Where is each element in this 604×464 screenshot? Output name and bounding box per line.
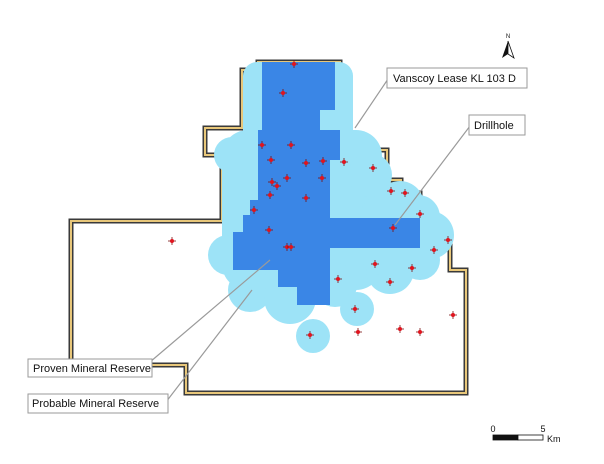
- drillhole-marker: [266, 191, 274, 199]
- north-label: N: [506, 34, 510, 40]
- drillhole-marker: [283, 174, 291, 182]
- drillhole-marker: [268, 178, 276, 186]
- drillhole-marker: [444, 236, 452, 244]
- drillhole-marker: [408, 264, 416, 272]
- scale-start-label: 0: [490, 424, 495, 434]
- drillhole-marker: [302, 194, 310, 202]
- drillhole-marker: [449, 311, 457, 319]
- drillhole-marker: [416, 328, 424, 336]
- proven-leader: [149, 259, 271, 363]
- drillhole-marker: [416, 210, 424, 218]
- lease-leader: [354, 78, 389, 129]
- drillhole-marker: [340, 158, 348, 166]
- drillhole-marker: [351, 305, 359, 313]
- drillhole-marker: [287, 141, 295, 149]
- drillhole-marker: [387, 187, 395, 195]
- lease-label: Vanscoy Lease KL 103 D: [393, 73, 516, 85]
- drillhole-marker: [371, 260, 379, 268]
- drillhole-marker: [306, 331, 314, 339]
- scale-unit-label: Km: [547, 434, 561, 444]
- drillhole-marker: [354, 328, 362, 336]
- drillhole-marker: [334, 275, 342, 283]
- drillhole-marker: [290, 60, 298, 68]
- probable-leader: [165, 289, 253, 403]
- north-arrow-icon: [502, 41, 508, 58]
- drillhole-marker: [369, 164, 377, 172]
- scale-bar: 0 5 Km: [490, 424, 560, 444]
- drillhole-label: Drillhole: [474, 120, 514, 132]
- drillhole-marker: [267, 156, 275, 164]
- drillhole-marker: [273, 182, 281, 190]
- probable-label: Probable Mineral Reserve: [32, 398, 159, 410]
- drillhole-marker: [430, 246, 438, 254]
- drillhole-marker: [250, 206, 258, 214]
- callout-probable: Probable Mineral Reserve: [27, 393, 169, 414]
- drillhole-marker: [318, 174, 326, 182]
- drillhole-marker: [265, 226, 273, 234]
- drillhole-marker: [287, 243, 295, 251]
- drillhole-marker: [302, 159, 310, 167]
- north-arrow: N: [502, 34, 515, 59]
- drillhole-leader: [394, 125, 471, 226]
- drillhole-marker: [386, 278, 394, 286]
- drillhole-marker: [319, 157, 327, 165]
- scale-end-label: 5: [540, 424, 545, 434]
- callout-leaders: [149, 78, 471, 403]
- callout-drillhole: Drillhole: [468, 114, 526, 136]
- drillhole-marker: [279, 89, 287, 97]
- drillhole-marker: [389, 224, 397, 232]
- callout-lease: Vanscoy Lease KL 103 D: [386, 67, 528, 89]
- drillholes-layer: [168, 60, 457, 339]
- callout-proven: Proven Mineral Reserve: [27, 358, 153, 378]
- drillhole-marker: [258, 141, 266, 149]
- drillhole-marker: [168, 237, 176, 245]
- drillhole-marker: [396, 325, 404, 333]
- drillhole-marker: [401, 189, 409, 197]
- proven-reserve-area: [233, 62, 420, 305]
- proven-label: Proven Mineral Reserve: [33, 363, 151, 375]
